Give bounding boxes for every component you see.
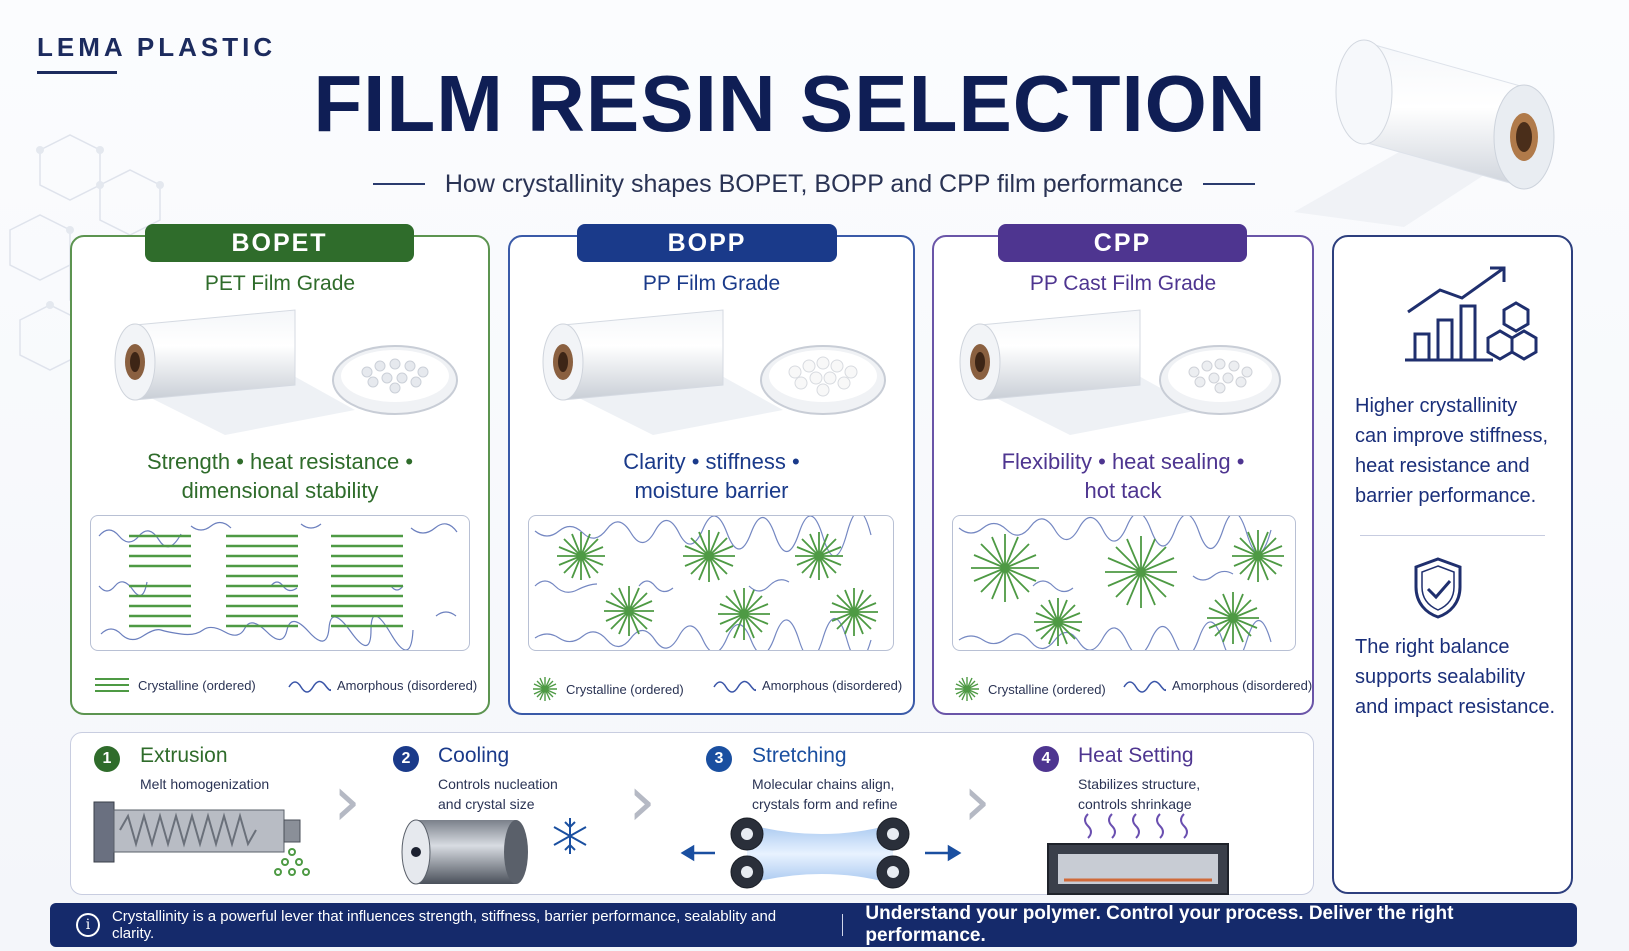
growth-chart-icon <box>1405 266 1538 362</box>
side-text-line: barrier performance. <box>1355 485 1537 507</box>
spherulite-legend-icon <box>955 677 979 701</box>
bopet-legend-crystal: Crystalline (ordered) <box>92 675 256 695</box>
amorphous-legend-icon <box>1123 680 1166 693</box>
legend-label: Crystalline (ordered) <box>566 681 684 697</box>
step-4-number: 4 <box>1033 746 1059 772</box>
heater-oven-icon <box>1047 813 1229 895</box>
cpp-properties-line1: Flexibility • heat sealing • <box>1001 449 1245 474</box>
bopet-product-image <box>114 309 458 435</box>
step-3-desc: Molecular chains align, crystals form an… <box>752 774 898 814</box>
footer-tagline: Understand your polymer. Control your pr… <box>865 903 1454 946</box>
bopp-properties: Clarity • stiffness • moisture barrier <box>518 447 905 505</box>
cpp-morphology-diagram <box>952 515 1296 651</box>
step-4-desc-line1: Stabilizes structure, <box>1078 776 1201 792</box>
step-2-desc-line2: and crystal size <box>438 796 535 812</box>
bopet-properties-line2: dimensional stability <box>181 478 379 503</box>
hero-film-roll-image <box>1294 39 1555 227</box>
brand-name: LEMA PLASTIC <box>37 32 277 62</box>
footer-separator <box>842 914 844 936</box>
bopet-grade: PET Film Grade <box>204 272 356 295</box>
side-text-line: supports sealability <box>1355 666 1526 688</box>
step-3-title: Stretching <box>752 744 847 767</box>
cpp-grade: PP Cast Film Grade <box>1029 272 1217 295</box>
side-text-line: and impact resistance. <box>1355 696 1556 718</box>
chill-roll-icon <box>401 818 587 885</box>
step-4-desc: Stabilizes structure, controls shrinkage <box>1078 774 1200 814</box>
cpp-properties-line2: hot tack <box>1084 478 1162 503</box>
shield-check-icon <box>1414 557 1462 619</box>
amorphous-legend-icon <box>288 680 331 693</box>
footer-banner: i Crystallinity is a powerful lever that… <box>50 903 1577 947</box>
lamellae-legend-icon <box>95 678 129 692</box>
side-text-line: Higher crystallinity <box>1355 395 1518 417</box>
step-chevron: › <box>333 760 361 842</box>
step-4-desc-line2: controls shrinkage <box>1078 796 1192 812</box>
side-text-line: heat resistance and <box>1355 455 1530 477</box>
bopet-properties-line1: Strength • heat resistance • <box>146 449 414 474</box>
bopet-properties: Strength • heat resistance • dimensional… <box>80 447 480 505</box>
step-chevron: › <box>628 760 656 842</box>
step-1-title: Extrusion <box>140 744 228 767</box>
step-1-desc-line1: Melt homogenization <box>140 776 270 792</box>
side-text-balance: The right balance supports sealability a… <box>1355 632 1555 722</box>
bopp-legend-amorph: Amorphous (disordered) <box>712 675 902 695</box>
legend-label: Amorphous (disordered) <box>762 677 903 693</box>
bopp-product-image <box>542 309 886 435</box>
cpp-properties: Flexibility • heat sealing • hot tack <box>942 447 1304 505</box>
bopet-legend-amorph: Amorphous (disordered) <box>287 675 477 695</box>
bopp-grade: PP Film Grade <box>642 272 781 295</box>
cpp-legend-amorph: Amorphous (disordered) <box>1122 675 1312 695</box>
legend-label: Amorphous (disordered) <box>1172 677 1313 693</box>
cpp-product-image <box>959 309 1281 435</box>
bopet-tab: BOPET <box>145 224 414 262</box>
side-text-line: can improve stiffness, <box>1355 425 1549 447</box>
bopp-legend-crystal: Crystalline (ordered) <box>530 675 684 703</box>
footer-note: Crystallinity is a powerful lever that i… <box>111 908 777 942</box>
legend-label: Amorphous (disordered) <box>337 677 478 693</box>
bopp-tab: BOPP <box>577 224 837 262</box>
side-divider <box>1360 535 1545 536</box>
bopp-morphology-diagram <box>528 515 894 651</box>
step-1-desc: Melt homogenization <box>140 774 269 794</box>
side-text-crystallinity: Higher crystallinity can improve stiffne… <box>1355 391 1548 511</box>
step-3-number: 3 <box>706 746 732 772</box>
step-1-number: 1 <box>94 746 120 772</box>
step-2-title: Cooling <box>438 744 510 767</box>
bopp-properties-line2: moisture barrier <box>634 478 789 503</box>
step-2-desc: Controls nucleation and crystal size <box>438 774 558 814</box>
info-icon: i <box>76 913 100 937</box>
cpp-tab: CPP <box>998 224 1247 262</box>
cpp-legend-crystal: Crystalline (ordered) <box>952 675 1106 703</box>
step-2-desc-line1: Controls nucleation <box>438 776 558 792</box>
subtitle-rule-right <box>1203 183 1256 185</box>
step-2-number: 2 <box>393 746 419 772</box>
stretch-rollers-icon <box>680 817 962 889</box>
legend-label: Crystalline (ordered) <box>988 681 1106 697</box>
step-3-desc-line1: Molecular chains align, <box>752 776 895 792</box>
step-3-desc-line2: crystals form and refine <box>752 796 898 812</box>
bopet-morphology-diagram <box>90 515 470 651</box>
step-chevron: › <box>963 760 991 842</box>
spherulite-legend-icon <box>533 677 557 701</box>
step-4-title: Heat Setting <box>1078 744 1194 767</box>
subtitle-row: How crystallinity shapes BOPET, BOPP and… <box>350 166 1278 202</box>
amorphous-legend-icon <box>713 680 756 693</box>
subtitle-rule-left <box>372 183 425 185</box>
page-subtitle: How crystallinity shapes BOPET, BOPP and… <box>444 169 1184 198</box>
brand-underline <box>37 71 117 74</box>
bopp-properties-line1: Clarity • stiffness • <box>623 449 800 474</box>
page-title: FILM RESIN SELECTION <box>313 59 1267 148</box>
legend-label: Crystalline (ordered) <box>138 677 256 693</box>
extruder-icon <box>93 801 310 876</box>
side-text-line: The right balance <box>1355 636 1510 658</box>
